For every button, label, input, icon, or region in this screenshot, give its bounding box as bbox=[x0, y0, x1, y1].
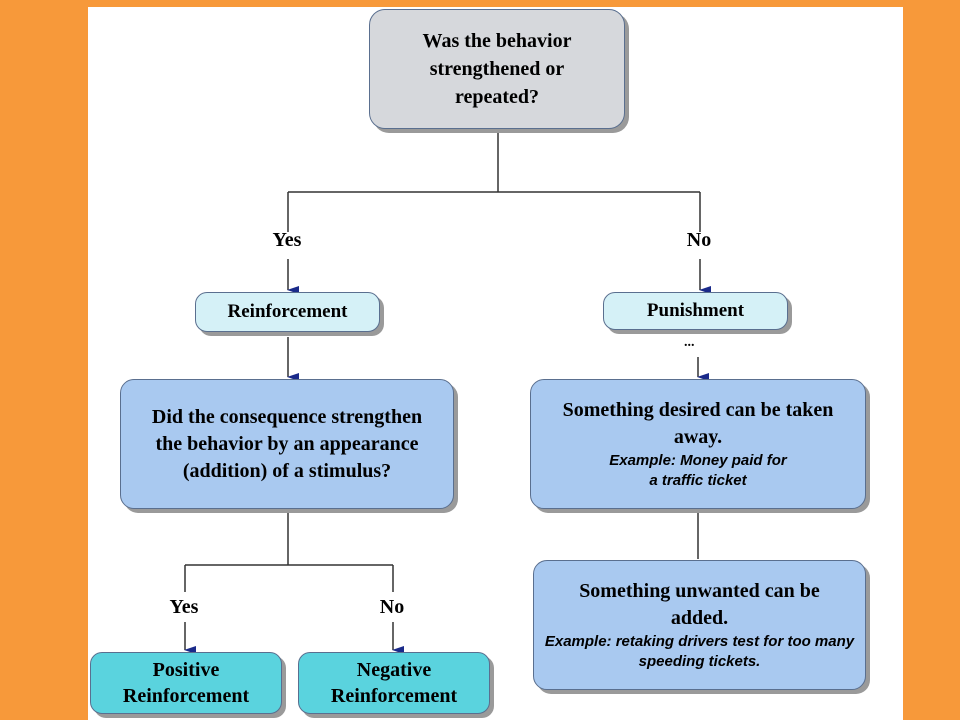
consequence-question-text: Did the consequence strengthen the behav… bbox=[151, 405, 423, 482]
yes-label: Yes bbox=[272, 229, 302, 251]
negative-reinforcement-text: Negative Reinforcement bbox=[330, 659, 458, 707]
root-question-box: Was the behavior strengthened or repeate… bbox=[369, 9, 625, 129]
unwanted-added-title: Something unwanted can be added. bbox=[579, 580, 820, 629]
negative-reinforcement-box: Negative Reinforcement bbox=[298, 652, 490, 714]
no-label: No bbox=[686, 229, 712, 251]
reinforcement-text: Reinforcement bbox=[227, 301, 348, 322]
punishment-text: Punishment bbox=[646, 300, 745, 321]
diagram-canvas: Was the behavior strengthened or repeate… bbox=[88, 7, 903, 720]
unwanted-added-box: Something unwanted can be added. Example… bbox=[533, 560, 866, 690]
punishment-box: Punishment bbox=[603, 292, 788, 330]
desired-example-text: Example: Money paid for a traffic ticket bbox=[609, 452, 787, 489]
connector-lines bbox=[184, 132, 711, 654]
reinforcement-box: Reinforcement bbox=[195, 292, 380, 332]
consequence-question-box: Did the consequence strengthen the behav… bbox=[120, 379, 454, 509]
positive-reinforcement-box: Positive Reinforcement bbox=[90, 652, 282, 714]
no-label-2: No bbox=[379, 596, 405, 618]
root-question-text: Was the behavior strengthened or repeate… bbox=[422, 30, 572, 108]
ellipsis-mark: ... bbox=[684, 335, 695, 350]
positive-reinforcement-text: Positive Reinforcement bbox=[122, 659, 250, 707]
desired-taken-away-box: Something desired can be taken away. Exa… bbox=[530, 379, 866, 509]
desired-taken-away-title: Something desired can be taken away. bbox=[562, 399, 834, 448]
yes-label-2: Yes bbox=[169, 596, 199, 618]
unwanted-example-text: Example: retaking drivers test for too m… bbox=[544, 633, 855, 670]
